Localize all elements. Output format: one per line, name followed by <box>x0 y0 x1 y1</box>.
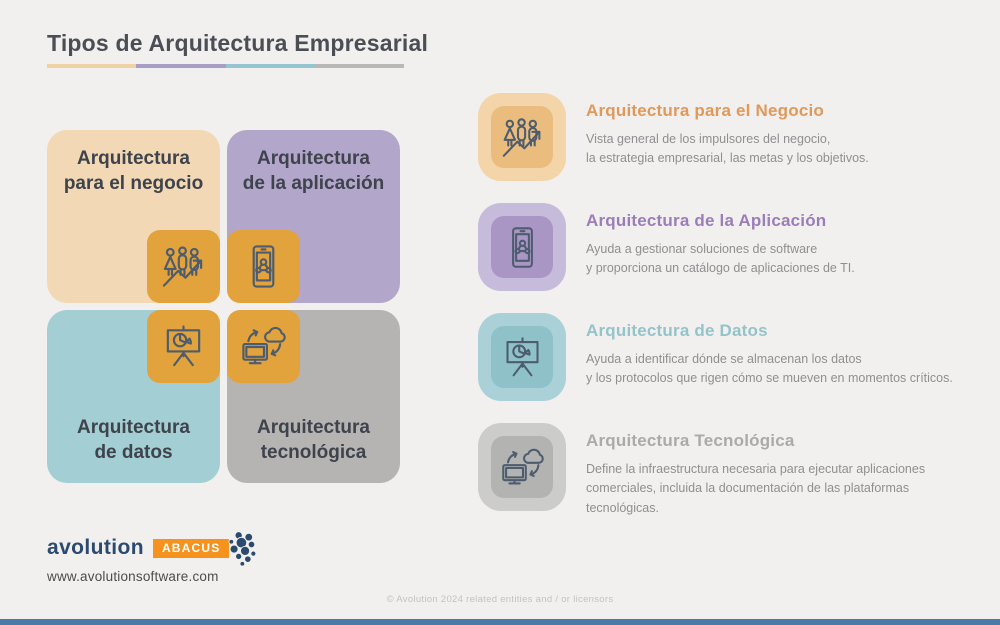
underline-segment-data <box>225 64 315 68</box>
center-tile-application <box>227 230 300 303</box>
entry-application: Arquitectura de la Aplicación Ayuda a ge… <box>478 203 983 308</box>
entry-data-title: Arquitectura de Datos <box>586 321 768 340</box>
entry-technology-title: Arquitectura Tecnológica <box>586 431 795 450</box>
entry-business-tile <box>478 93 566 181</box>
monitor-cloud-icon <box>240 323 287 370</box>
underline-segment-technology <box>314 64 404 68</box>
quadrant-application: Arquitectura de la aplicación <box>227 130 400 303</box>
underline-segment-application <box>136 64 226 68</box>
entry-application-description: Ayuda a gestionar soluciones de software… <box>586 242 855 276</box>
entry-business-description: Vista general de los impulsores del nego… <box>586 132 869 166</box>
entry-data-tile <box>478 313 566 401</box>
entry-data-tile-inner <box>491 326 553 388</box>
abacus-badge: ABACUS <box>152 538 230 558</box>
entry-business: Arquitectura para el Negocio Vista gener… <box>478 93 983 198</box>
center-tile-business <box>147 230 220 303</box>
center-tile-data <box>147 310 220 383</box>
page-title: Tipos de Arquitectura Empresarial <box>47 30 429 56</box>
entry-application-tile <box>478 203 566 291</box>
entry-business-tile-inner <box>491 106 553 168</box>
entry-application-tile-inner <box>491 216 553 278</box>
entry-technology-description: Define la infraestructura necesaria para… <box>586 462 926 515</box>
monitor-cloud-icon <box>500 445 545 490</box>
architecture-quadrant-diagram: Arquitectura para el negocio Arquitectur… <box>47 130 400 483</box>
entry-technology-tile <box>478 423 566 511</box>
people-growth-icon <box>160 243 207 290</box>
quadrant-technology-label: Arquitectura tecnológica <box>257 417 370 463</box>
underline-segment-business <box>47 64 137 68</box>
entry-technology: Arquitectura Tecnológica Define la infra… <box>478 423 983 528</box>
phone-network-icon <box>500 225 545 270</box>
copyright-text: © Avolution 2024 related entities and / … <box>386 594 614 605</box>
quadrant-application-label: Arquitectura de la aplicación <box>242 148 385 194</box>
entry-application-title: Arquitectura de la Aplicación <box>586 211 827 230</box>
entry-data: Arquitectura de Datos Ayuda a identifica… <box>478 313 983 418</box>
website-link[interactable]: www.avolutionsoftware.com <box>47 569 219 584</box>
entry-technology-tile-inner <box>491 436 553 498</box>
center-tile-technology <box>227 310 300 383</box>
entry-data-description: Ayuda a identificar dónde se almacenan l… <box>586 352 953 386</box>
presentation-pie-icon <box>500 335 545 380</box>
brand-wordmark: avolution <box>47 536 144 559</box>
avolution-logo: avolution ABACUS <box>47 531 257 567</box>
bottom-accent-bar <box>0 619 1000 625</box>
entry-business-title: Arquitectura para el Negocio <box>586 101 824 120</box>
quadrant-business-label: Arquitectura para el negocio <box>63 148 204 194</box>
quadrant-business: Arquitectura para el negocio <box>47 130 220 303</box>
people-growth-icon <box>500 115 545 160</box>
quadrant-data-label: Arquitectura de datos <box>77 417 190 463</box>
phone-network-icon <box>240 243 287 290</box>
dot-cluster-icon <box>228 531 257 567</box>
title-underline <box>47 64 404 68</box>
presentation-pie-icon <box>160 323 207 370</box>
